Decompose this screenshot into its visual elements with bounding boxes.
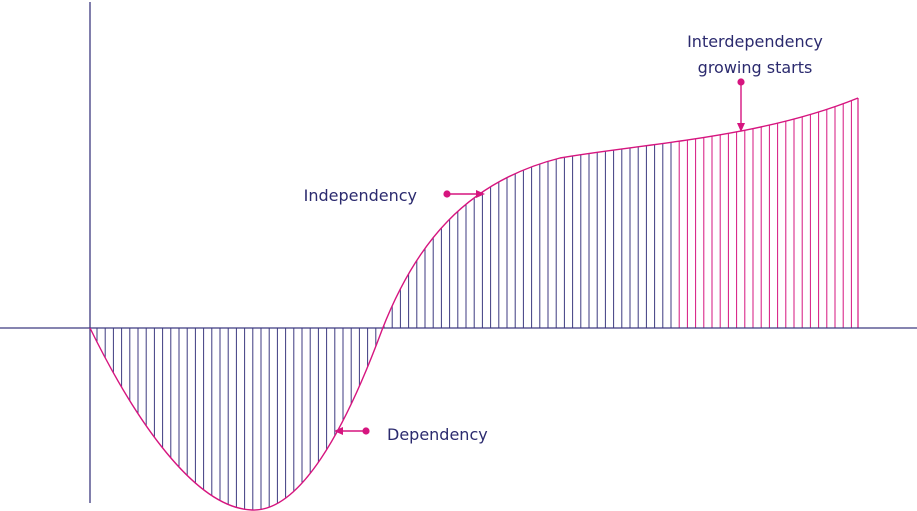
independency-arrowhead-icon: [476, 190, 485, 198]
development-curve: [89, 97, 859, 511]
dependency-pointer: [334, 427, 370, 435]
interdependency-pointer: [737, 78, 745, 132]
dependency-label: Dependency: [387, 425, 488, 444]
interdependency-label-line2: growing starts: [698, 58, 813, 77]
curve-hatching: [96, 98, 859, 510]
independency-label: Independency: [304, 186, 417, 205]
independency-pointer: [443, 190, 485, 198]
interdependency-label-line1: Interdependency: [687, 32, 823, 51]
dependency-arrowhead-icon: [334, 427, 343, 435]
interdependency-arrowhead-icon: [737, 123, 745, 132]
